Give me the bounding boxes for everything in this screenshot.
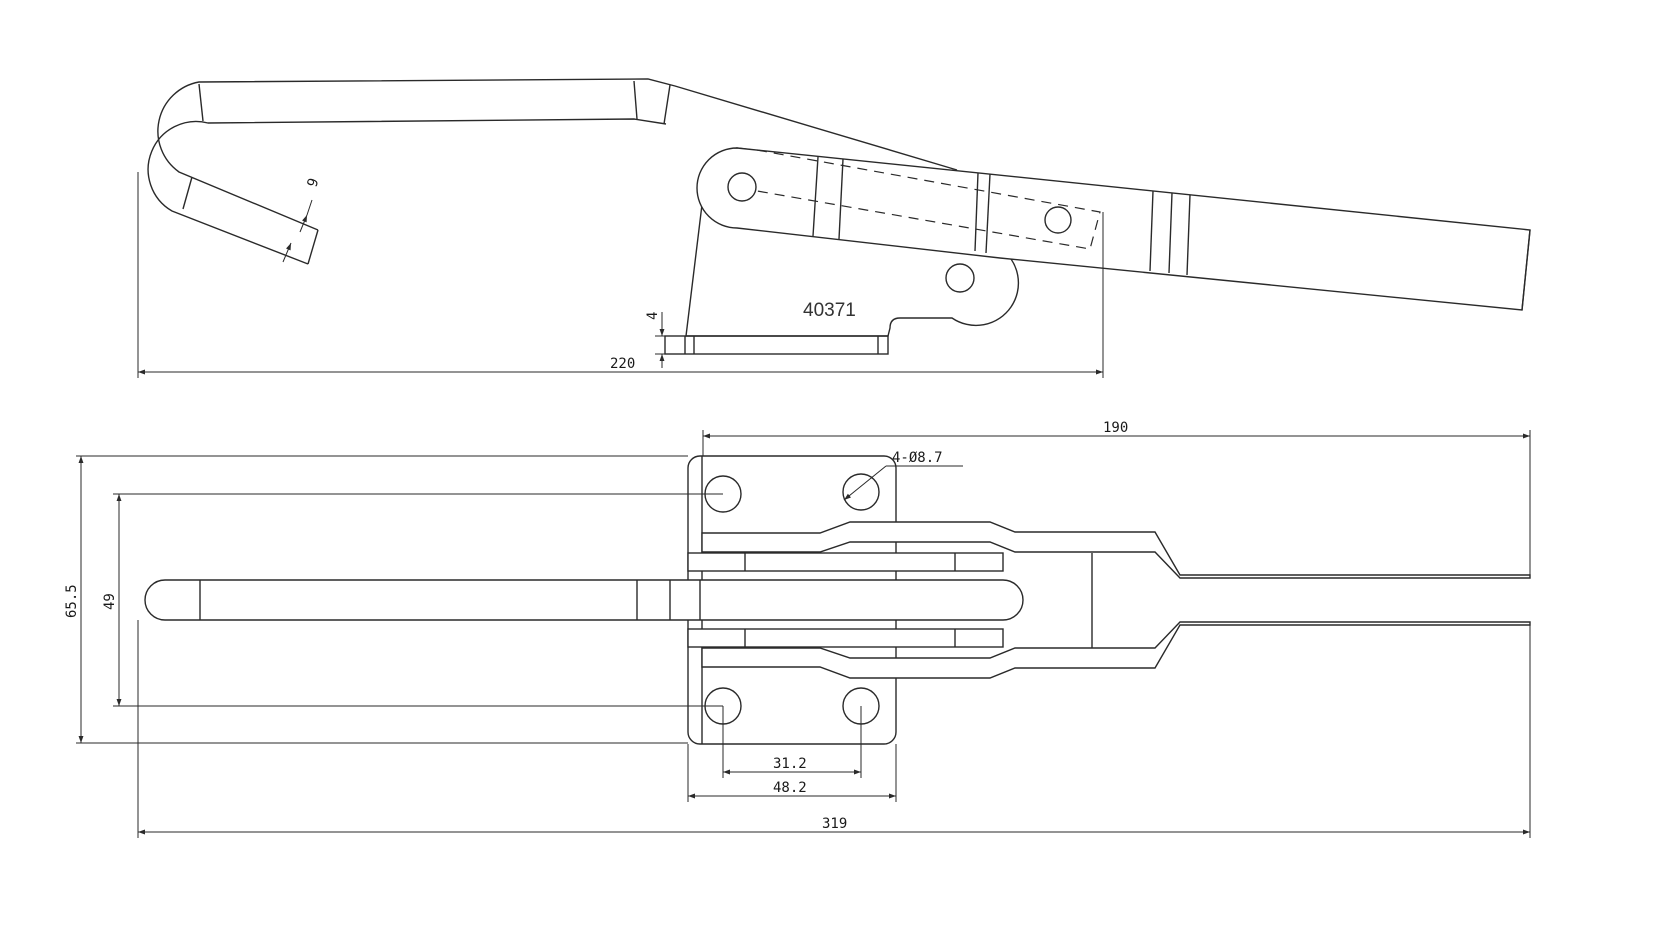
hole-spec: 4-Ø8.7 [892,450,943,466]
lever-strap-upper [701,521,1531,579]
hook-wire-top [144,579,1024,621]
hook-bend-line [182,176,193,210]
dim-9: 9 [305,176,323,189]
lever-arm [696,147,1531,311]
hidden-link [739,149,1101,250]
hook-bend-line [663,84,671,125]
dim-65-5: 65.5 [64,584,80,618]
top-view: 190 4-Ø8.7 65.5 49 31.2 48.2 319 [64,420,1531,838]
dim-48-2: 48.2 [773,780,807,796]
pivot-hole [727,172,757,202]
dim-319: 319 [822,816,847,832]
hook-tip [307,229,319,265]
dim-31-2: 31.2 [773,756,807,772]
dim-4: 4 [645,312,661,320]
side-view: 40371 220 4 9 [137,78,1531,378]
hook-outline [157,78,958,231]
dim-49: 49 [102,593,118,610]
part-number: 40371 [803,300,856,321]
pivot-hole [1044,206,1072,234]
hook-inner [147,118,667,265]
link-plate-lower [687,628,1004,648]
dim-190: 190 [1103,420,1128,436]
pivot-hole [945,263,975,293]
dim-220: 220 [610,356,635,372]
mount-hole [842,473,880,511]
hook-bend-line [198,83,204,122]
link-plate-upper [687,552,1004,572]
lever-strap-lower [701,621,1531,679]
base-strip [664,335,889,355]
hook-bend-line [633,80,638,120]
